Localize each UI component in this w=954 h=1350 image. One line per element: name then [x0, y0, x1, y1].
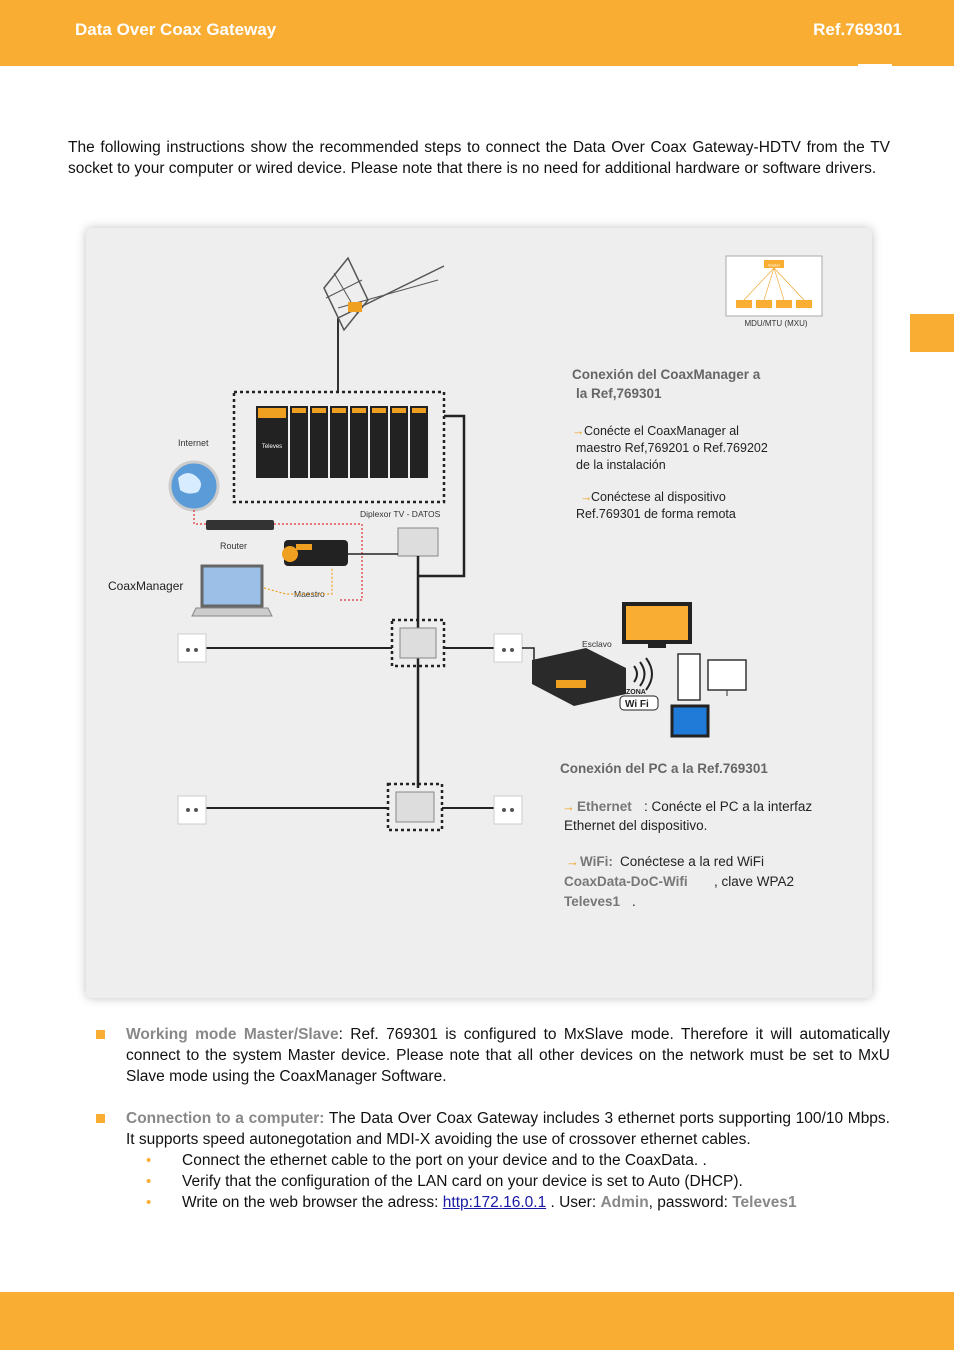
- internet-label: Internet: [178, 438, 209, 448]
- maestro-device: [282, 540, 348, 566]
- tv-socket-1: [177, 633, 207, 663]
- page-footer: [0, 1292, 954, 1350]
- mdu-label: MDU/MTU (MXU): [744, 319, 807, 328]
- tv-socket-4: [493, 795, 523, 825]
- eth-text-2: Ethernet del dispositivo.: [564, 818, 707, 833]
- tv-socket-2: [493, 633, 523, 663]
- headend-brand: Televes: [262, 444, 282, 450]
- intro-paragraph: The following instructions show the reco…: [68, 139, 890, 177]
- working-mode-label: Working mode Master/Slave: [126, 1026, 339, 1043]
- wifi-text-1: Conéctese a la red WiFi: [620, 854, 764, 869]
- wifi-label: WiFi:: [580, 854, 613, 869]
- steps-list: • Connect the ethernet cable to the port…: [94, 1150, 890, 1213]
- square-bullet-icon: [96, 1030, 105, 1039]
- svg-text:→: →: [566, 854, 579, 869]
- bullet-dot-icon: •: [146, 1152, 152, 1169]
- step-text: Verify that the configuration of the LAN…: [182, 1173, 743, 1190]
- monitor-icon: [707, 659, 747, 691]
- connection-label: Connection to a computer:: [126, 1110, 325, 1127]
- router-icon: [206, 520, 274, 530]
- coaxmanager-label: CoaxManager: [108, 579, 183, 593]
- step-item: • Write on the web browser the adress: h…: [146, 1192, 890, 1213]
- svg-text:→: →: [572, 424, 585, 438]
- wifi-text-2: , clave WPA2: [714, 874, 794, 889]
- bullet-dot-icon: •: [146, 1173, 152, 1190]
- esclavo-device: [532, 648, 626, 706]
- splitter-2: [395, 791, 435, 823]
- password-value: Televes1: [732, 1194, 797, 1211]
- header-ref: Ref.769301: [813, 20, 902, 39]
- tv-icon: [622, 602, 692, 644]
- wifi-key: Televes1: [564, 894, 621, 909]
- header-title: Data Over Coax Gateway: [75, 20, 277, 39]
- pc-tower-icon: [677, 653, 701, 701]
- zona-wifi-logo: ZONA Wi Fi: [619, 689, 659, 711]
- laptop-icon: [191, 564, 273, 617]
- mdu-diagram: master MDU/MTU (MXU): [725, 255, 823, 328]
- headend-modules: Televes: [256, 406, 428, 478]
- bullet-dot-icon: •: [146, 1194, 152, 1211]
- step3-mid2: , password:: [648, 1194, 733, 1211]
- side-tab: [910, 314, 954, 352]
- conn-cm-step1-2: maestro Ref,769201 o Ref.769202: [576, 441, 768, 455]
- step-text: Write on the web browser the adress: htt…: [150, 1192, 890, 1213]
- working-mode-item: Working mode Master/Slave: Ref. 769301 i…: [94, 1024, 890, 1087]
- header-notch: [858, 64, 892, 67]
- headend-box: [232, 390, 446, 504]
- square-bullet-icon: [96, 1114, 105, 1123]
- step-item: • Connect the ethernet cable to the port…: [146, 1150, 890, 1171]
- splitter-1-box: [390, 618, 446, 668]
- connection-item: Connection to a computer: The Data Over …: [94, 1108, 890, 1150]
- step-item: • Verify that the configuration of the L…: [146, 1171, 890, 1192]
- svg-text:Wi Fi: Wi Fi: [625, 699, 649, 710]
- esclavo-label: Esclavo: [582, 639, 612, 649]
- mdu-master-label: master: [768, 263, 781, 268]
- router-label: Router: [220, 541, 247, 551]
- connection-diagram: master MDU/MTU (MXU) Televes Diplexor TV: [86, 228, 872, 998]
- info-list: Working mode Master/Slave: Ref. 769301 i…: [94, 1024, 890, 1213]
- working-mode-text: : Ref. 769301 is configured to MxSlave m…: [126, 1026, 890, 1085]
- wifi-end: .: [632, 894, 636, 909]
- svg-text:→: →: [562, 799, 575, 814]
- conn-cm-step2-1: Conéctese al dispositivo: [591, 490, 726, 504]
- step3-mid: . User:: [546, 1194, 601, 1211]
- tv-socket-3: [177, 795, 207, 825]
- web-address-link[interactable]: http:172.16.0.1: [442, 1194, 547, 1211]
- antenna-icon: [323, 256, 445, 393]
- tablet-icon: [670, 704, 710, 738]
- conn-cm-step1-1: Conécte el CoaxManager al: [584, 424, 739, 438]
- diplexer-device: [397, 527, 439, 557]
- conn-cm-step1-3: de la instalación: [576, 458, 666, 472]
- conn-pc-title: Conexión del PC a la Ref.769301: [560, 761, 768, 776]
- step-text: Connect the ethernet cable to the port o…: [182, 1152, 707, 1169]
- maestro-label: Maestro: [294, 589, 325, 599]
- splitter-1: [399, 627, 437, 659]
- svg-text:→: →: [580, 490, 593, 504]
- wifi-signal-icon: [633, 657, 653, 691]
- wifi-ssid: CoaxData-DoC-Wifi: [564, 874, 688, 889]
- svg-text:ZONA: ZONA: [626, 689, 646, 696]
- conn-cm-title-1: Conexión del CoaxManager a: [572, 367, 761, 382]
- connection-text: The Data Over Coax Gateway includes 3 et…: [126, 1110, 890, 1148]
- step3-prefix: Write on the web browser the adress:: [182, 1194, 443, 1211]
- user-value: Admin: [600, 1194, 649, 1211]
- diplexor-label: Diplexor TV - DATOS: [360, 509, 441, 519]
- page-header: Data Over Coax Gateway Ref.769301: [0, 0, 954, 66]
- eth-text-1: : Conécte el PC a la interfaz: [644, 799, 812, 814]
- conn-cm-title-2: la Ref,769301: [576, 386, 662, 401]
- conn-cm-step2-2: Ref.769301 de forma remota: [576, 507, 736, 521]
- eth-label: Ethernet: [577, 799, 632, 814]
